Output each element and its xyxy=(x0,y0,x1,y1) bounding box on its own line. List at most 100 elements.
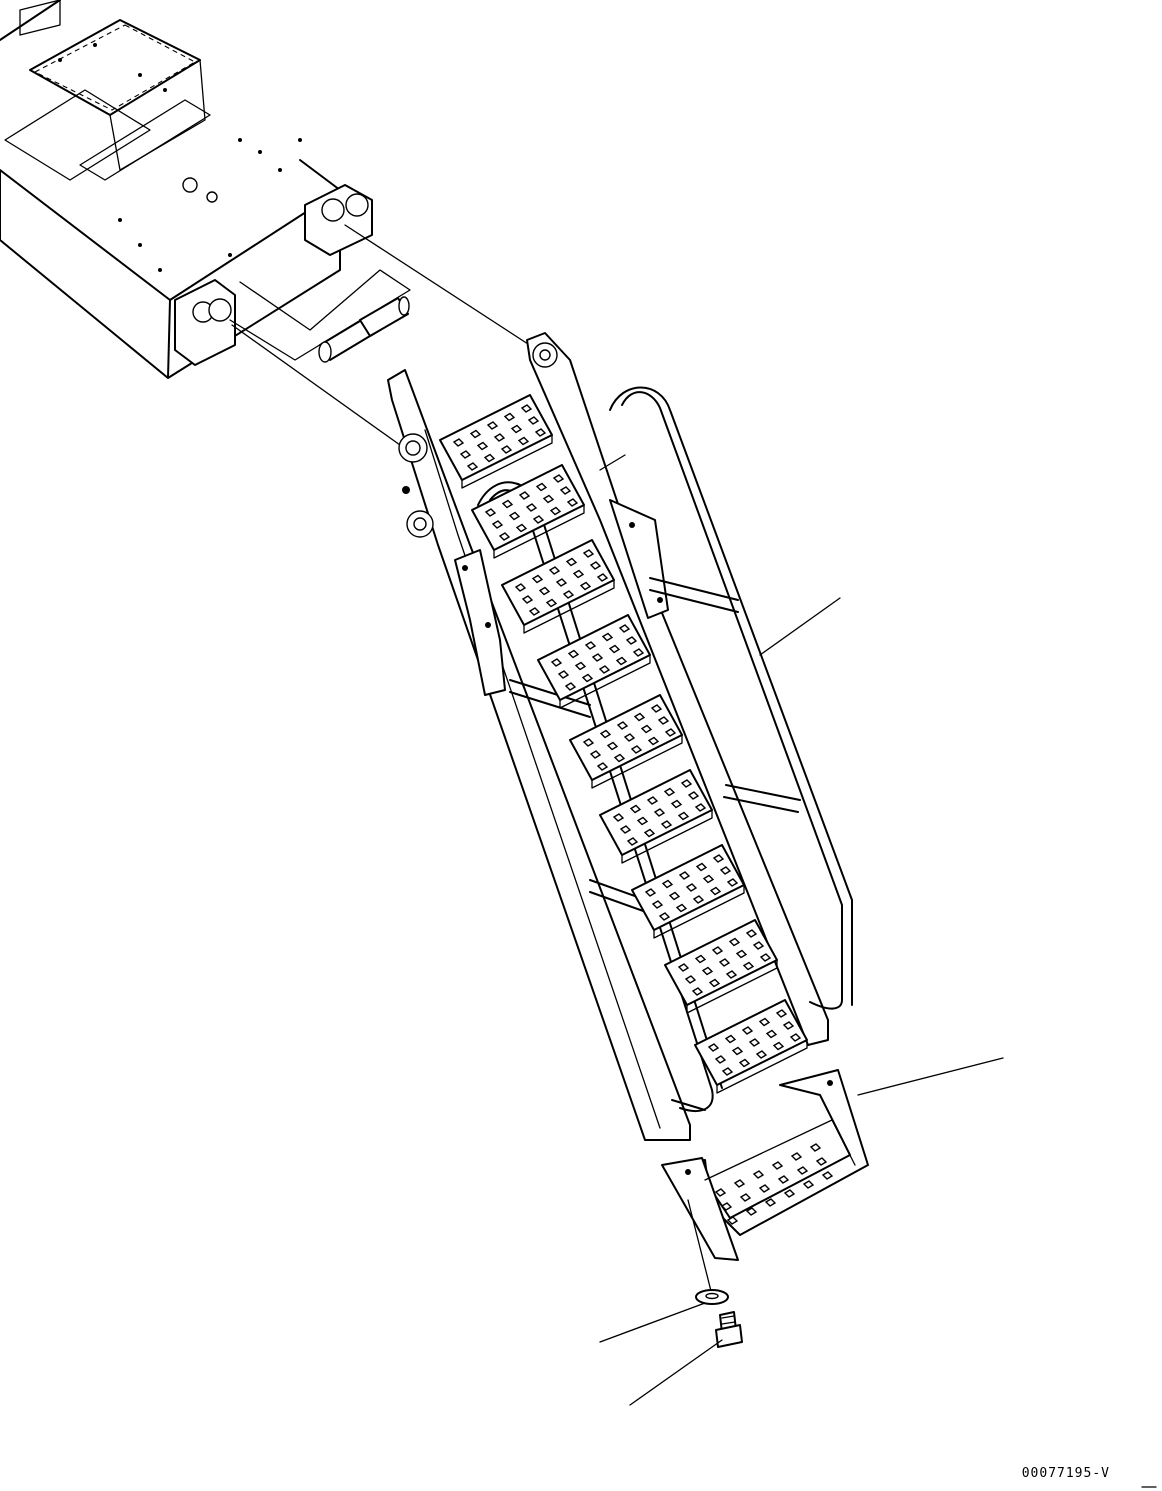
tread-hole xyxy=(550,567,559,574)
tread-hole xyxy=(774,1043,783,1050)
tread-hole xyxy=(547,600,556,607)
tread-hole xyxy=(791,1034,800,1041)
step-plate-hole xyxy=(779,1176,788,1183)
leader-washer xyxy=(600,1303,705,1342)
tread-hole xyxy=(750,1039,759,1046)
tread-hole xyxy=(646,889,655,896)
tread-hole xyxy=(710,980,719,987)
step-plate-hole xyxy=(716,1189,725,1196)
tread-hole xyxy=(659,717,668,724)
tread-hole xyxy=(461,451,470,458)
tread-hole xyxy=(583,675,592,682)
tread-5 xyxy=(570,695,682,788)
tread-hole xyxy=(617,658,626,665)
tread-hole xyxy=(519,438,528,445)
tread-hole xyxy=(591,751,600,758)
step-plate-hole xyxy=(735,1180,744,1187)
tread-1 xyxy=(440,395,552,488)
tread-hole xyxy=(663,881,672,888)
step-plate-hole xyxy=(792,1153,801,1160)
tread-hole xyxy=(704,876,713,883)
tread-hole xyxy=(593,654,602,661)
tread-hole xyxy=(642,726,651,733)
tread-hole xyxy=(505,414,514,421)
tread-hole xyxy=(679,964,688,971)
tread-hole xyxy=(559,671,568,678)
tread-hole xyxy=(682,780,691,787)
tread-hole xyxy=(598,763,607,770)
tread-hole xyxy=(522,405,531,412)
step-plate-icon xyxy=(662,1070,868,1295)
tread-hole xyxy=(454,439,463,446)
tread-hole xyxy=(471,431,480,438)
tread-hole xyxy=(517,525,526,532)
tread-hole xyxy=(672,801,681,808)
tread-hole xyxy=(760,1019,769,1026)
ladder-icon xyxy=(388,333,852,1140)
tread-hole xyxy=(727,971,736,978)
tread-hole xyxy=(603,634,612,641)
tread-hole xyxy=(703,968,712,975)
step-plate-hole xyxy=(760,1185,769,1192)
tread-hole xyxy=(631,806,640,813)
tread-hole xyxy=(608,743,617,750)
leader-step xyxy=(858,1058,1003,1095)
tread-hole xyxy=(478,443,487,450)
tread-hole xyxy=(591,562,600,569)
tread-hole xyxy=(670,893,679,900)
tread-hole xyxy=(488,422,497,429)
tread-hole xyxy=(686,976,695,983)
tread-hole xyxy=(677,905,686,912)
tread-hole xyxy=(679,813,688,820)
tread-hole xyxy=(740,1060,749,1067)
step-plate-hole xyxy=(811,1144,820,1151)
tread-hole xyxy=(567,559,576,566)
tread-hole xyxy=(516,584,525,591)
tread-3 xyxy=(502,540,614,633)
tread-hole xyxy=(680,872,689,879)
tread-hole xyxy=(666,729,675,736)
tread-hole xyxy=(689,792,698,799)
tread-hole xyxy=(723,1068,732,1075)
tread-hole xyxy=(711,888,720,895)
tread-hole xyxy=(536,429,545,436)
tread-hole xyxy=(777,1010,786,1017)
tread-2 xyxy=(472,465,584,558)
tread-hole xyxy=(495,434,504,441)
tread-hole xyxy=(520,492,529,499)
step-plate-hole xyxy=(773,1162,782,1169)
tread-hole xyxy=(586,642,595,649)
tread-hole xyxy=(628,838,637,845)
tread-hole xyxy=(696,804,705,811)
tread-hole xyxy=(584,550,593,557)
tread-hole xyxy=(660,913,669,920)
tread-hole xyxy=(744,963,753,970)
tread-hole xyxy=(757,1051,766,1058)
tread-hole xyxy=(620,625,629,632)
tread-hole xyxy=(720,959,729,966)
step-plate-hole xyxy=(823,1172,832,1179)
tread-hole xyxy=(697,864,706,871)
tread-hole xyxy=(600,666,609,673)
tread-hole xyxy=(510,513,519,520)
tread-hole xyxy=(554,475,563,482)
tread-hole xyxy=(581,583,590,590)
tread-hole xyxy=(713,947,722,954)
tread-hole xyxy=(601,731,610,738)
tread-hole xyxy=(721,867,730,874)
tread-hole xyxy=(512,426,521,433)
callout-leaders xyxy=(600,598,1003,1405)
tread-hole xyxy=(747,930,756,937)
leader-bolt xyxy=(630,1340,722,1405)
tread-hole xyxy=(662,821,671,828)
tread-hole xyxy=(687,884,696,891)
step-plate-hole xyxy=(747,1208,756,1215)
tread-hole xyxy=(614,814,623,821)
tread-hole xyxy=(529,417,538,424)
tread-hole xyxy=(566,683,575,690)
tread-hole xyxy=(652,705,661,712)
tread-hole xyxy=(523,596,532,603)
tread-hole xyxy=(754,942,763,949)
tread-hole xyxy=(503,501,512,508)
